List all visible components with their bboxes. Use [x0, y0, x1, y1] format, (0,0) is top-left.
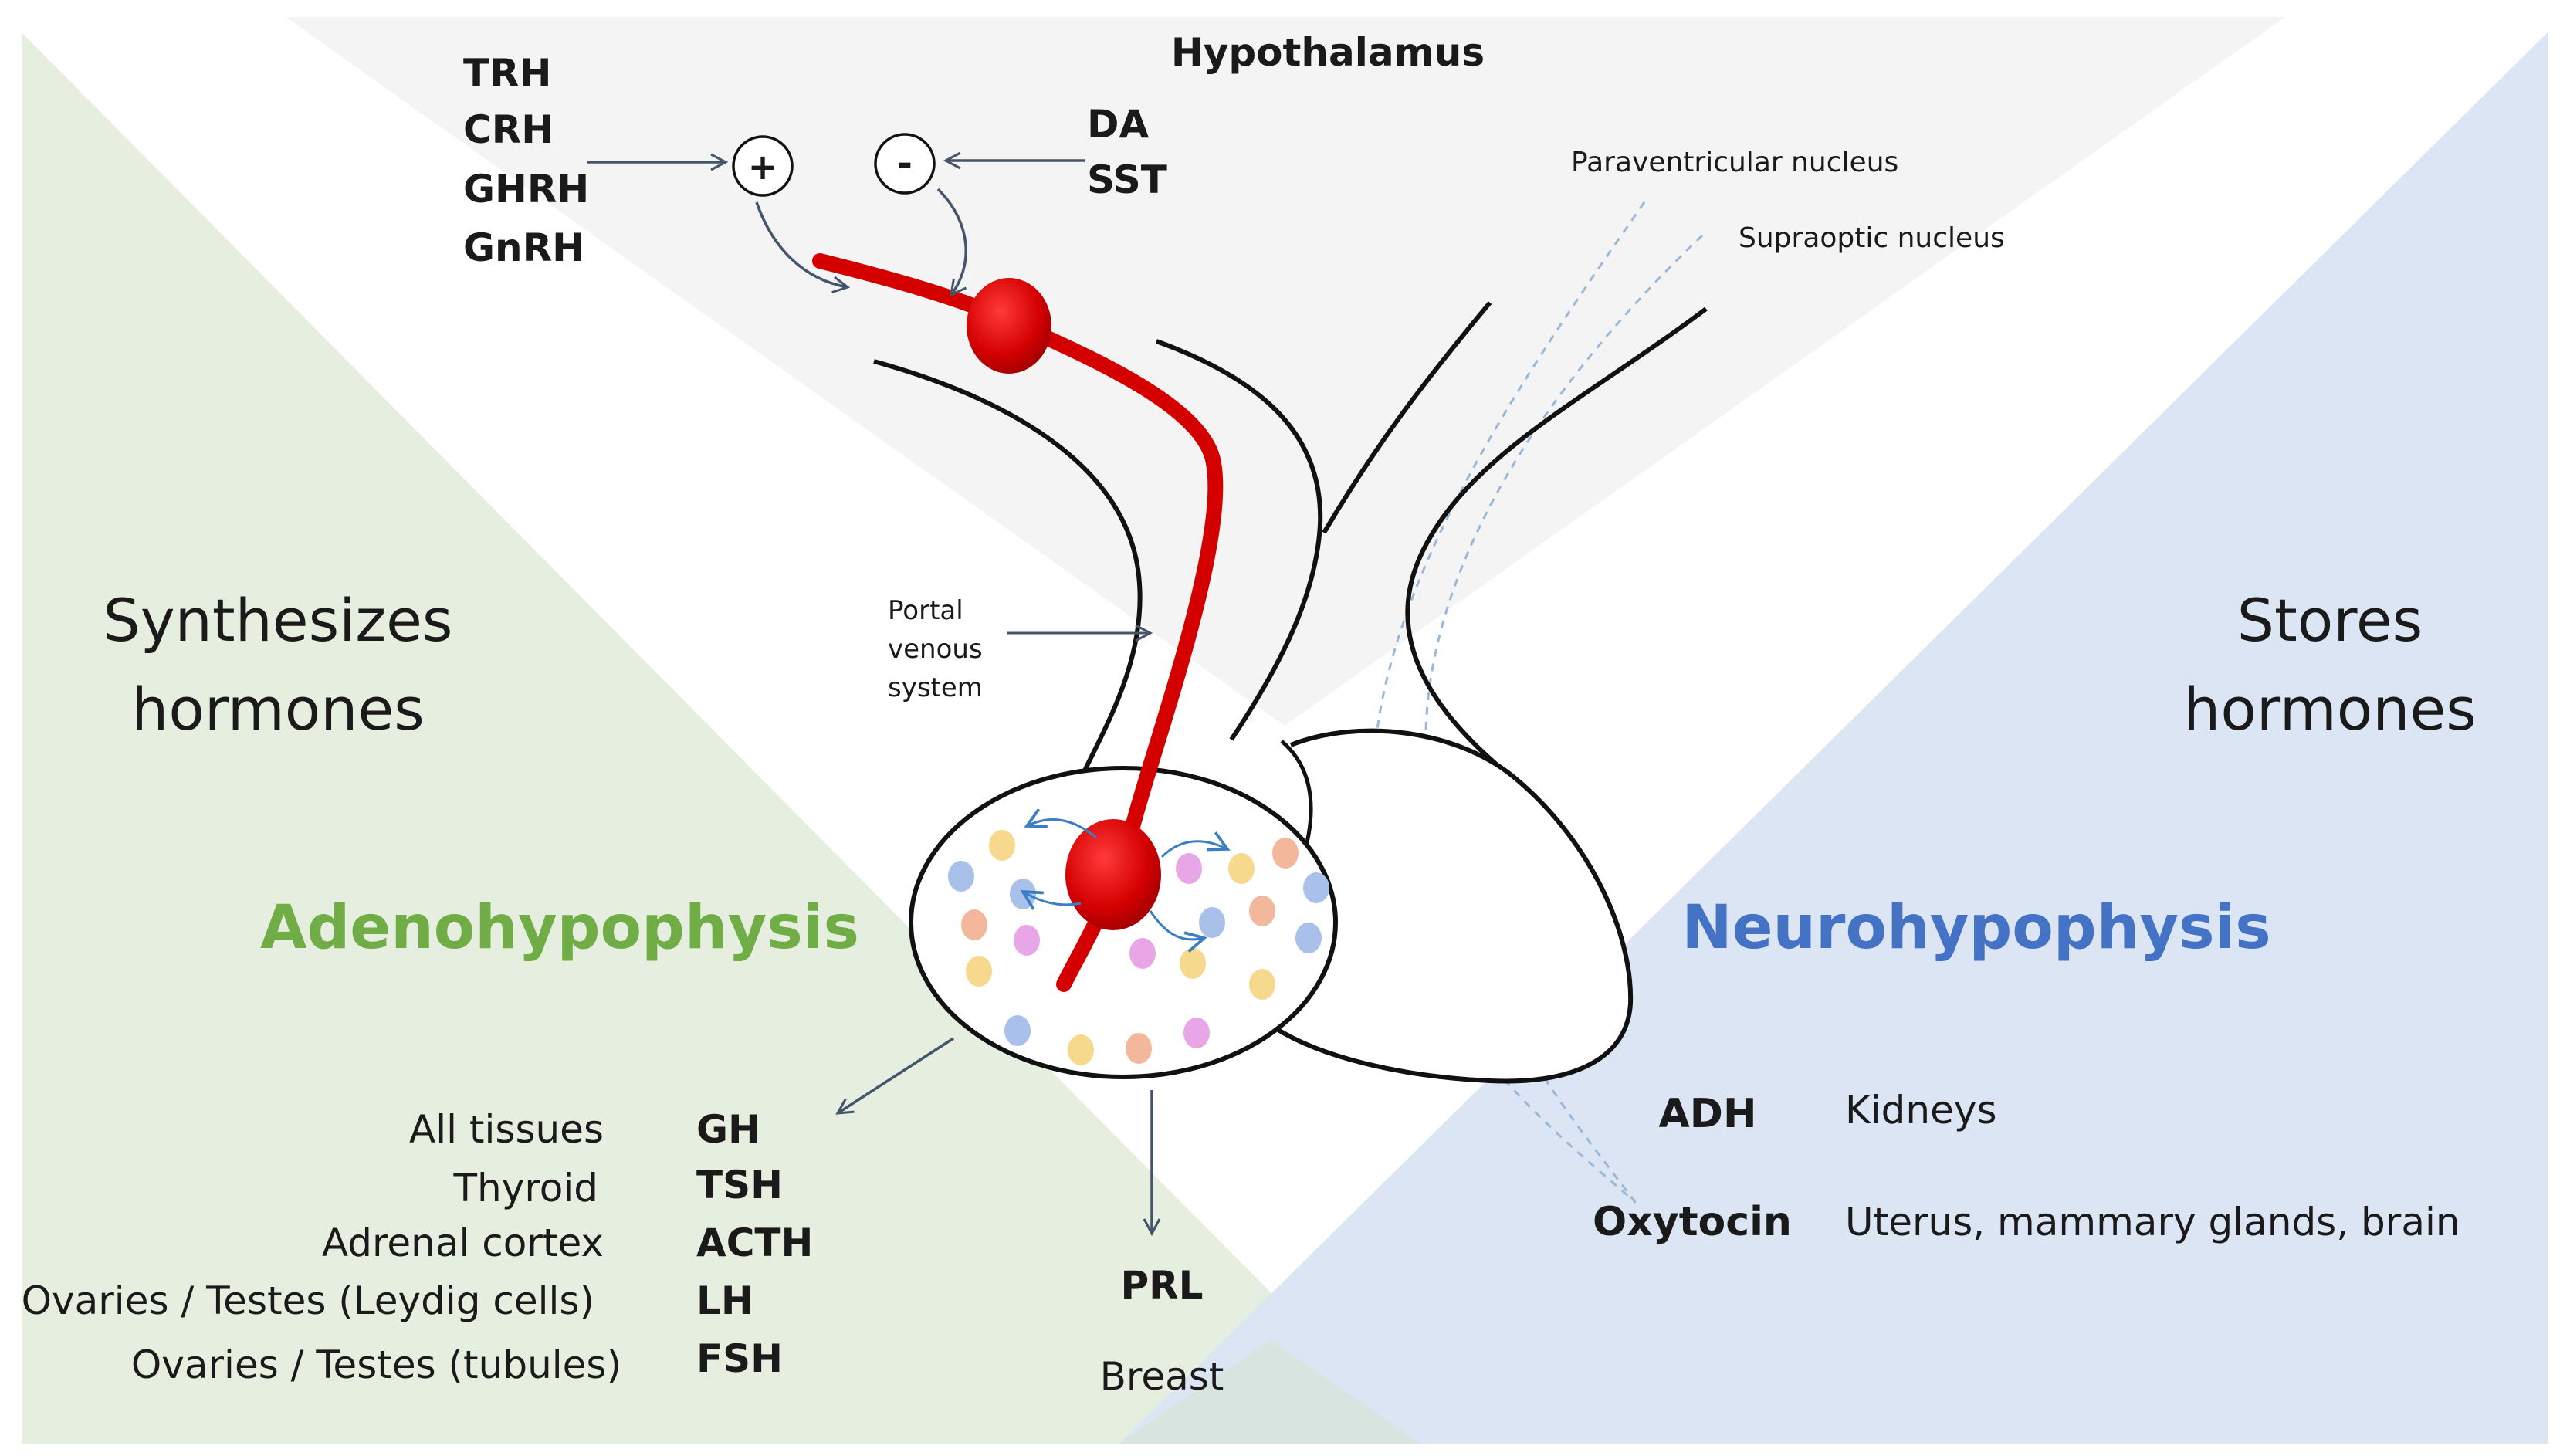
hypothalamus-title: Hypothalamus: [1171, 30, 1485, 75]
right-caption-line: hormones: [2183, 675, 2477, 743]
release-arrow-up-right: [1160, 841, 1227, 858]
stalk-middle-outline: [1155, 339, 1323, 741]
prolactin-target-label: Breast: [1100, 1354, 1224, 1399]
release-arrow-down-left: [1023, 892, 1082, 905]
releasing-hormone-label: GHRH: [463, 167, 589, 212]
hormone-cell: [1199, 907, 1225, 938]
anterior-hormone-label: TSH: [696, 1163, 783, 1207]
stalk-left-outline: [873, 359, 1143, 789]
posterior-target-label: Kidneys: [1845, 1088, 1997, 1133]
release-arrow-down-right: [1149, 910, 1204, 940]
posterior-target-label: Uterus, mammary glands, brain: [1845, 1200, 2460, 1244]
hormone-cell: [966, 956, 992, 987]
hormone-cell: [1249, 969, 1275, 1000]
portal-label-line: Portal: [888, 595, 963, 626]
overlap-panel: [1119, 1339, 1420, 1444]
anterior-output-arrow: [838, 1037, 954, 1113]
inhibit-symbol: -: [897, 142, 913, 185]
right-caption-line: Stores: [2237, 586, 2423, 655]
prolactin-hormone-label: PRL: [1120, 1263, 1203, 1308]
release-arrow-up-left: [1027, 820, 1097, 839]
portal-label-line: venous: [888, 634, 983, 665]
stimulate-to-vessel-arrow: [755, 201, 848, 287]
anterior-hormone-label: LH: [696, 1278, 753, 1323]
inhibiting-hormone-label: SST: [1087, 157, 1167, 202]
anterior-target-label: Thyroid: [453, 1166, 599, 1211]
hormone-cell: [1126, 1033, 1152, 1064]
adenohypophysis-label: Adenohypophysis: [260, 893, 859, 963]
supraoptic-nucleus-label: Supraoptic nucleus: [1739, 222, 2005, 254]
anterior-target-label: Ovaries / Testes (tubules): [131, 1343, 621, 1387]
hormone-cell: [1180, 948, 1206, 979]
hormone-cell: [1010, 879, 1036, 909]
hormone-cell: [1176, 853, 1202, 884]
anterior-hormone-label: GH: [696, 1107, 760, 1152]
posterior-hormone-label: Oxytocin: [1593, 1199, 1792, 1245]
hormone-cell: [1249, 896, 1275, 926]
anterior-target-label: Adrenal cortex: [322, 1221, 604, 1265]
secondary-capillary-plexus: [1065, 819, 1161, 930]
paraventricular-nucleus-label: Paraventricular nucleus: [1571, 147, 1898, 178]
left-caption-line: hormones: [131, 675, 425, 743]
stalk-right-outline: [1405, 306, 1708, 774]
portal-label-line: system: [888, 672, 983, 703]
stimulate-symbol: +: [748, 146, 778, 188]
anterior-hormone-label: FSH: [696, 1336, 783, 1381]
anterior-hormone-label: ACTH: [696, 1221, 813, 1265]
inhibiting-hormone-label: DA: [1087, 102, 1150, 147]
hormone-cell: [1014, 925, 1040, 956]
posterior-hormone-label: ADH: [1659, 1091, 1757, 1137]
hormone-cell: [1129, 938, 1156, 969]
neurohypophysis-panel: [1119, 32, 2548, 1444]
hormone-cell: [1183, 1018, 1210, 1048]
hormone-cell: [989, 830, 1015, 861]
anterior-target-label: Ovaries / Testes (Leydig cells): [22, 1278, 594, 1323]
hormone-cell: [1228, 853, 1255, 884]
stalk-inner-line: [1322, 301, 1492, 534]
hormone-cell: [948, 861, 974, 892]
releasing-hormone-label: CRH: [463, 107, 554, 152]
hormone-cell: [1068, 1034, 1094, 1065]
hormone-cells: [948, 830, 1329, 1065]
anterior-target-label: All tissues: [409, 1107, 604, 1152]
hormone-cell: [1303, 872, 1329, 903]
inhibit-to-vessel-arrow: [936, 188, 967, 295]
hormone-cell: [1272, 838, 1299, 869]
neurohypophysis-lobe: [1261, 728, 1634, 1084]
neurohypophysis-label: Neurohypophysis: [1681, 893, 2270, 963]
inhibit-circle: [874, 133, 936, 195]
releasing-hormone-label: TRH: [463, 51, 551, 96]
left-caption-line: Synthesizes: [103, 586, 452, 655]
hypothalamus-panel: [286, 17, 2285, 726]
hormone-cell: [1295, 923, 1322, 953]
adenohypophysis-panel: [22, 32, 1420, 1444]
primary-capillary-plexus: [967, 278, 1051, 374]
releasing-hormone-label: GnRH: [463, 225, 584, 270]
stimulate-circle: [732, 135, 794, 197]
hormone-cell: [1004, 1015, 1031, 1046]
hormone-cell: [961, 909, 987, 940]
